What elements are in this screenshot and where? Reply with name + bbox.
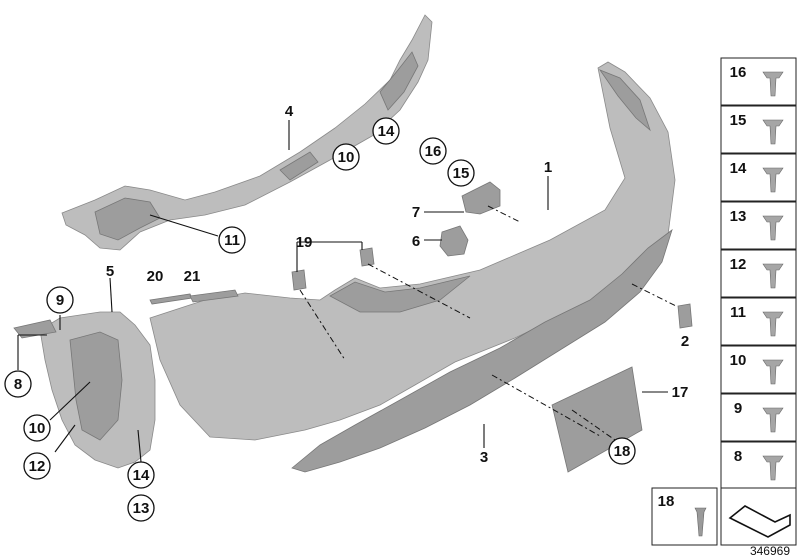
legend-label-15: 15	[730, 112, 747, 129]
screw-icon	[694, 507, 707, 537]
fastener-9-icon	[762, 407, 784, 433]
legend-bottom-row: 18	[651, 487, 797, 546]
fastener-12-icon	[762, 263, 784, 289]
fastener-13-icon	[762, 215, 784, 241]
leader-lines	[17, 120, 668, 463]
callout-10a: 10	[338, 149, 355, 166]
diffuser-part	[291, 228, 673, 473]
callout-5: 5	[106, 263, 114, 280]
rivet-nut-part-right	[359, 247, 375, 267]
callout-18: 18	[614, 443, 631, 460]
callout-9-circle	[46, 286, 74, 314]
legend-label-11: 11	[730, 304, 746, 321]
fastener-legend: 16 15 14 13 12 11 10 9 8	[720, 57, 797, 490]
side-bracket-part	[13, 311, 156, 469]
legend-cell-11	[720, 297, 797, 346]
legend-label-14: 14	[730, 160, 747, 177]
legend-label-12: 12	[730, 256, 747, 273]
legend-label-13: 13	[730, 208, 747, 225]
callout-3: 3	[480, 449, 488, 466]
callout-14a-circle	[372, 117, 400, 145]
legend-cell-12	[720, 249, 797, 298]
callout-12: 12	[29, 458, 46, 475]
legend-cell-14	[720, 153, 797, 202]
legend-label-8: 8	[734, 448, 742, 465]
callout-2: 2	[681, 333, 689, 350]
callout-16: 16	[425, 143, 442, 160]
callout-14b: 14	[133, 467, 150, 484]
callout-21: 21	[184, 268, 201, 285]
callout-14b-circle	[127, 461, 155, 489]
rivet-nut-part-left	[291, 269, 307, 291]
callout-8-circle	[4, 370, 32, 398]
legend-cell-13	[720, 201, 797, 250]
callout-7: 7	[412, 204, 420, 221]
fastener-14-icon	[762, 167, 784, 193]
callout-10a-circle	[332, 143, 360, 171]
fastener-11-icon	[762, 311, 784, 337]
callout-11: 11	[224, 232, 240, 249]
callout-6: 6	[412, 233, 420, 250]
bumper-carrier-part	[61, 14, 433, 251]
assembly-symbol-icon	[728, 505, 791, 538]
callout-15: 15	[453, 165, 470, 182]
legend-cell-18	[651, 487, 718, 546]
callout-10b-circle	[23, 414, 51, 442]
callout-4: 4	[285, 103, 294, 120]
callout-20: 20	[147, 268, 164, 285]
legend-cell-16	[720, 57, 797, 106]
callout-18-circle	[608, 437, 636, 465]
bumper-cover-part	[149, 61, 676, 441]
legend-cell-8	[720, 441, 797, 490]
callout-15-circle	[447, 159, 475, 187]
callout-1: 1	[544, 159, 552, 176]
guide-bracket-part	[439, 225, 469, 257]
fastener-16-icon	[762, 71, 784, 97]
callout-14a: 14	[378, 123, 395, 140]
callout-13: 13	[133, 500, 150, 517]
callout-11-circle	[218, 226, 246, 254]
mounting-clip-part	[461, 181, 501, 215]
callout-19: 19	[296, 234, 313, 251]
callout-17: 17	[672, 384, 689, 401]
callout-10b: 10	[29, 420, 46, 437]
trim-strip-part-20	[149, 293, 193, 305]
callout-16-circle	[419, 137, 447, 165]
dashed-assembly-lines	[299, 205, 677, 441]
fastener-8-icon	[762, 455, 784, 481]
legend-label-9: 9	[734, 400, 742, 417]
legend-cell-10	[720, 345, 797, 394]
drawing-number: 346969	[750, 544, 790, 558]
legend-label-16: 16	[730, 64, 747, 81]
legend-cell-9	[720, 393, 797, 442]
callout-9: 9	[56, 292, 64, 309]
callout-13-circle	[127, 494, 155, 522]
cover-cap-part	[677, 303, 693, 329]
legend-cell-15	[720, 105, 797, 154]
callout-8: 8	[14, 376, 22, 393]
fastener-15-icon	[762, 119, 784, 145]
callout-12-circle	[23, 452, 51, 480]
trim-strip-part-21	[189, 289, 239, 303]
legend-label-10: 10	[730, 352, 747, 369]
fastener-10-icon	[762, 359, 784, 385]
license-plate-holder-part	[551, 366, 643, 473]
legend-label-18: 18	[658, 493, 675, 510]
